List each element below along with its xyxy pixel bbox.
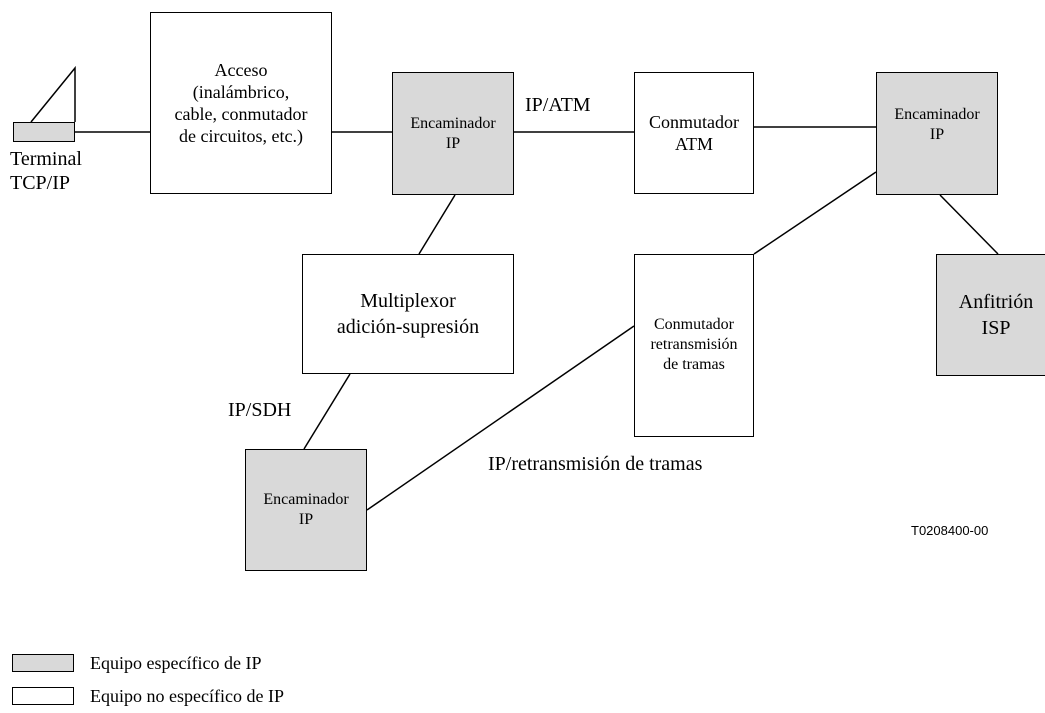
terminal-label: Terminal TCP/IP — [10, 148, 82, 194]
isp-host: Anfitrión ISP — [936, 254, 1045, 376]
terminal-antenna — [30, 65, 76, 123]
legend-swatch-ip — [12, 654, 74, 672]
legend-label-ip: Equipo específico de IP — [90, 653, 262, 673]
link-multiplexor-encaminador3 — [303, 373, 351, 450]
atm-switch: Conmutador ATM — [634, 72, 754, 194]
access-node: Acceso (inalámbrico, cable, conmutador d… — [150, 12, 332, 194]
label-ip-sdh: IP/SDH — [228, 399, 292, 421]
link-encaminador2-isp — [939, 194, 999, 255]
label-ip-atm: IP/ATM — [525, 94, 591, 116]
link-encaminador2-conmutador-rt — [753, 171, 877, 255]
label-ip-frame-relay: IP/retransmisión de tramas — [488, 453, 703, 475]
figure-id: T0208400-00 — [911, 523, 989, 538]
link-encaminador3-conmutador-rt — [366, 325, 635, 511]
add-drop-multiplexer: Multiplexor adición-supresión — [302, 254, 514, 374]
ip-router-1: Encaminador IP — [392, 72, 514, 195]
frame-relay-switch: Conmutador retransmisión de tramas — [634, 254, 754, 437]
ip-router-3: Encaminador IP — [245, 449, 367, 571]
legend-swatch-non-ip — [12, 687, 74, 705]
link-encaminador1-multiplexor — [418, 194, 456, 255]
ip-router-2: Encaminador IP — [876, 72, 998, 195]
terminal-icon — [13, 122, 75, 142]
legend-label-non-ip: Equipo no específico de IP — [90, 686, 284, 706]
